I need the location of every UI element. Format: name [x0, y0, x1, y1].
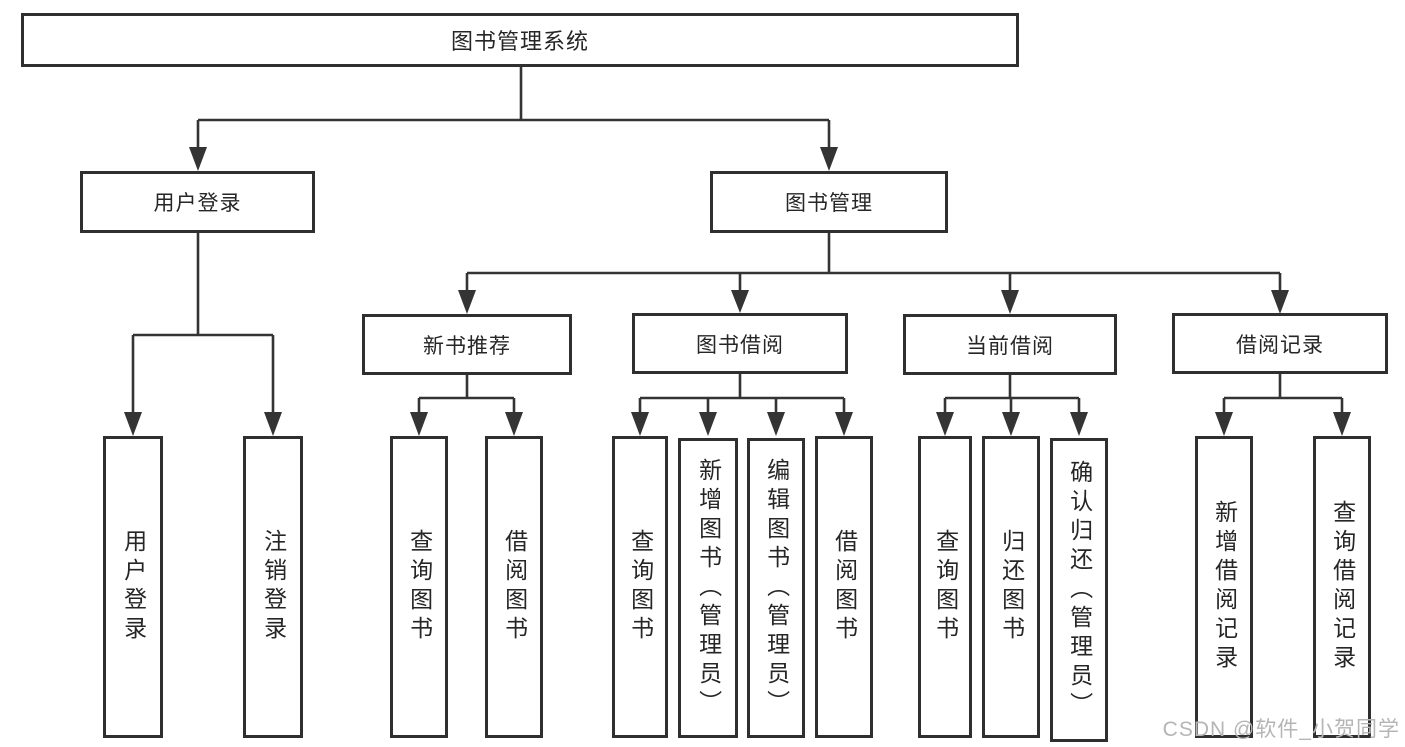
node-root-system: 图书管理系统: [21, 13, 1019, 67]
connector-borrow-records-children: [1215, 373, 1351, 436]
leaf-borrow-books-2: 借阅图书: [815, 436, 873, 738]
leaf-borrow-books-2-label: 借阅图书: [831, 529, 858, 645]
node-book-management-label: 图书管理: [785, 192, 873, 215]
leaf-query-borrow-record-label: 查询借阅记录: [1329, 500, 1356, 674]
connector-current-borrow-children: [936, 375, 1088, 436]
leaf-query-books-recommend-label: 查询图书: [406, 529, 433, 645]
leaf-add-book-admin-label: 新增图书（管理员）: [695, 457, 722, 719]
node-book-borrow-label: 图书借阅: [696, 333, 784, 357]
leaf-borrow-books-recommend: 借阅图书: [485, 436, 543, 738]
connector-book-management-children: [458, 233, 1289, 314]
leaf-query-borrow-record: 查询借阅记录: [1313, 436, 1371, 738]
node-borrow-records: 借阅记录: [1172, 313, 1388, 374]
connector-root-to-level1: [189, 67, 838, 171]
leaf-confirm-return-admin: 确认归还（管理员）: [1050, 438, 1108, 742]
leaf-edit-book-admin-label: 编辑图书（管理员）: [763, 457, 790, 719]
leaf-logout-label: 注销登录: [260, 529, 287, 645]
leaf-query-books-current-label: 查询图书: [932, 529, 959, 645]
connector-new-book-recommend-children: [410, 375, 523, 436]
node-book-management: 图书管理: [710, 171, 948, 233]
connector-book-borrow-children: [631, 374, 853, 436]
node-book-borrow: 图书借阅: [632, 313, 848, 374]
node-new-book-recommend-label: 新书推荐: [423, 334, 511, 358]
leaf-user-login: 用户登录: [103, 436, 163, 738]
leaf-user-login-label: 用户登录: [120, 529, 147, 645]
leaf-borrow-books-recommend-label: 借阅图书: [501, 529, 528, 645]
leaf-confirm-return-admin-label: 确认归还（管理员）: [1066, 459, 1093, 721]
leaf-query-books-recommend: 查询图书: [390, 436, 448, 738]
node-current-borrow-label: 当前借阅: [966, 334, 1054, 358]
leaf-return-book-label: 归还图书: [998, 529, 1025, 645]
node-root-label: 图书管理系统: [450, 29, 589, 54]
connector-user-login-children: [124, 233, 282, 436]
leaf-edit-book-admin: 编辑图书（管理员）: [747, 438, 805, 738]
leaf-logout: 注销登录: [243, 436, 303, 738]
csdn-watermark: CSDN @软件_小贺同学: [1162, 718, 1400, 741]
node-new-book-recommend: 新书推荐: [362, 314, 572, 375]
leaf-add-borrow-record: 新增借阅记录: [1195, 436, 1253, 738]
leaf-add-book-admin: 新增图书（管理员）: [678, 438, 738, 738]
node-user-login-label: 用户登录: [153, 192, 242, 215]
node-current-borrow: 当前借阅: [903, 314, 1117, 375]
node-borrow-records-label: 借阅记录: [1236, 333, 1324, 357]
leaf-query-books-borrow: 查询图书: [612, 436, 668, 738]
node-user-login: 用户登录: [80, 171, 315, 233]
leaf-query-books-current: 查询图书: [918, 436, 972, 738]
leaf-query-books-borrow-label: 查询图书: [627, 529, 654, 645]
leaf-return-book: 归还图书: [982, 436, 1040, 738]
leaf-add-borrow-record-label: 新增借阅记录: [1211, 500, 1238, 674]
